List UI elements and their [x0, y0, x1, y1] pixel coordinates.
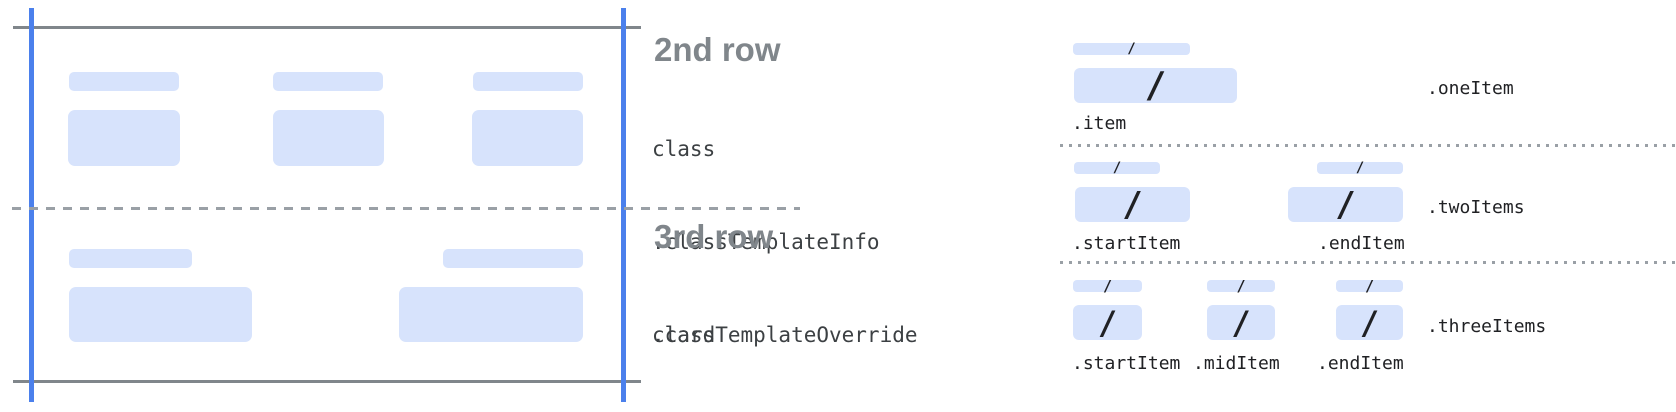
- twoitems-start-label-bar: /: [1074, 161, 1160, 175]
- row2-col2-label-placeholder: [273, 72, 383, 91]
- card-top-guide-line: [13, 26, 641, 29]
- threeitems-end-label-bar: /: [1336, 279, 1403, 294]
- twoitems-end-value-bar: /: [1288, 187, 1403, 222]
- threeitems-mid-label-bar: /: [1207, 279, 1275, 294]
- row2-col3-value-placeholder: [472, 110, 583, 166]
- twoitems-section-name: .twoItems: [1427, 197, 1525, 218]
- row3-class-path: class .classTemplateInfo .cardTemplateOv…: [652, 258, 955, 412]
- row2-col3-label-placeholder: [473, 72, 583, 91]
- oneitem-section-name: .oneItem: [1427, 78, 1514, 99]
- code-line: .cardTemplateOverride: [652, 323, 918, 347]
- code-line: class: [652, 323, 716, 347]
- threeitems-enditem-label: .endItem: [1317, 353, 1404, 374]
- threeitems-start-value-bar: /: [1073, 305, 1142, 340]
- threeitems-mid-value-bar: /: [1207, 305, 1275, 340]
- row-divider-dashed-line: [12, 207, 800, 210]
- row2-col1-value-placeholder: [68, 110, 180, 166]
- threeitems-start-label-bar: /: [1073, 279, 1142, 294]
- code-line: .classTemplateInfo: [652, 230, 880, 254]
- row2-col1-label-placeholder: [69, 72, 179, 91]
- row3-col1-value-placeholder: [69, 287, 252, 342]
- threeitems-section-name: .threeItems: [1427, 316, 1547, 337]
- card-left-guide-line: [29, 8, 34, 402]
- code-line: class: [652, 137, 716, 161]
- threeitems-miditem-label: .midItem: [1193, 353, 1280, 374]
- row3-col1-label-placeholder: [69, 249, 192, 268]
- twoitems-start-value-bar: /: [1075, 187, 1190, 222]
- twoitems-end-label-bar: /: [1317, 161, 1403, 175]
- card-right-guide-line: [621, 8, 626, 402]
- card-bottom-guide-line: [13, 380, 641, 383]
- row3-title: 3rd row: [654, 218, 774, 255]
- row2-col2-value-placeholder: [273, 110, 384, 166]
- section-divider-dotted-line: [1060, 261, 1676, 264]
- threeitems-end-value-bar: /: [1336, 305, 1403, 340]
- oneitem-value-bar: /: [1074, 67, 1237, 103]
- twoitems-enditem-label: .endItem: [1318, 233, 1405, 254]
- row3-col2-value-placeholder: [399, 287, 583, 342]
- oneitem-label-bar: /: [1073, 42, 1190, 56]
- oneitem-item-label: .item: [1072, 113, 1127, 134]
- row2-class-path: class .classTemplateInfo .cardTemplateOv…: [652, 72, 955, 412]
- section-divider-dotted-line: [1060, 144, 1676, 147]
- threeitems-startitem-label: .startItem: [1072, 353, 1181, 374]
- row3-col2-label-placeholder: [443, 249, 583, 268]
- row2-title: 2nd row: [654, 31, 781, 68]
- twoitems-startitem-label: .startItem: [1072, 233, 1181, 254]
